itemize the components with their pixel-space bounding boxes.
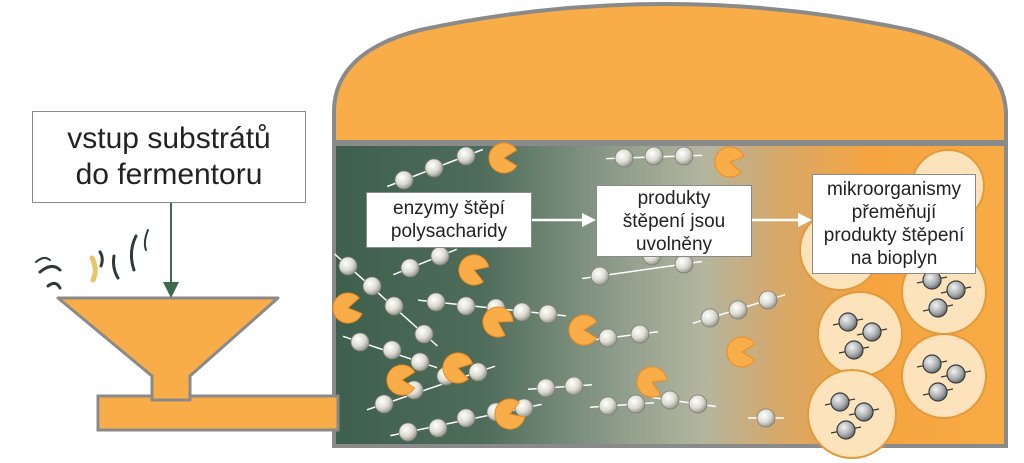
glucose-unit	[626, 394, 646, 414]
microbes-label-line-4: na bioplyn	[850, 248, 938, 269]
microbes-label-line-3: produkty štěpení	[823, 225, 965, 246]
products-label-line-2: štěpení jsou	[622, 210, 726, 232]
glucose-unit	[362, 276, 382, 296]
enzymes-label-line-2: polysacharidy	[390, 221, 508, 242]
glucose-unit	[630, 324, 650, 344]
glucose-unit	[538, 304, 558, 324]
polysaccharide-chain	[334, 253, 438, 347]
enzyme	[442, 352, 473, 384]
bacterium	[928, 298, 948, 318]
polysaccharide-chain	[590, 324, 658, 348]
glucose-unit	[426, 292, 446, 312]
enzyme	[494, 398, 526, 430]
funnel	[56, 296, 280, 402]
input-label-line-2: do fermentoru	[75, 158, 263, 191]
input-label-line-1: vstup substrátů	[67, 122, 271, 155]
microbes-label: mikroorganismy přeměňují produkty štěpen…	[812, 174, 976, 274]
substrate-pieces	[35, 229, 149, 290]
process-arrow-2-head	[798, 213, 812, 227]
polysaccharide-chain	[652, 390, 716, 414]
enzyme	[482, 306, 514, 338]
polysaccharide-chain	[527, 376, 593, 398]
glucose-unit	[688, 394, 708, 414]
glucose-unit	[674, 254, 694, 274]
input-label: vstup substrátů do fermentoru	[32, 111, 306, 203]
glucose-unit	[430, 246, 450, 266]
glucose-unit	[660, 390, 680, 410]
bacterium	[928, 382, 948, 402]
glucose-unit	[590, 266, 610, 286]
bacteria-bubble	[901, 333, 987, 419]
glucose-unit	[674, 146, 694, 166]
glucose-unit	[394, 170, 414, 190]
glucose-unit	[536, 378, 556, 398]
input-arrow-head	[163, 282, 179, 298]
glucose-unit	[564, 376, 584, 396]
enzyme	[332, 292, 363, 324]
polysaccharide-chain	[605, 146, 703, 168]
bacterium	[844, 340, 864, 360]
glucose-unit	[410, 352, 430, 372]
enzyme	[458, 254, 490, 286]
glucose-unit	[374, 394, 394, 414]
bacterium	[838, 312, 858, 332]
microbes-label-line-1: mikroorganismy	[826, 179, 962, 200]
polysaccharide-chain	[748, 408, 784, 428]
glucose-unit	[758, 290, 778, 310]
enzymes-label: enzymy štěpí polysacharidy	[366, 192, 532, 248]
products-label-line-3: uvolněny	[635, 233, 713, 255]
glucose-unit	[512, 302, 532, 322]
glucose-unit	[700, 308, 720, 328]
glucose-unit	[398, 422, 418, 442]
tank-dome	[332, 2, 1008, 144]
bacteria-bubble	[807, 369, 897, 459]
glucose-unit	[424, 158, 444, 178]
bacterium	[836, 420, 856, 440]
enzyme	[714, 146, 745, 178]
process-arrow-1-head	[582, 213, 596, 227]
products-label-line-1: produkty	[637, 187, 711, 209]
polysaccharide-chain	[386, 146, 484, 190]
enzymes-label-line-1: enzymy štěpí	[393, 198, 505, 219]
glucose-unit	[338, 256, 358, 276]
glucose-unit	[384, 296, 404, 316]
polysaccharide-chain	[589, 394, 655, 416]
polysaccharide-chain	[692, 290, 786, 328]
glucose-unit	[428, 418, 448, 438]
glucose-unit	[414, 324, 434, 344]
glucose-unit	[456, 296, 476, 316]
bacterium	[830, 392, 850, 412]
inlet-pipe	[96, 394, 340, 432]
glucose-unit	[728, 300, 748, 320]
polysaccharide-chain	[366, 362, 496, 414]
glucose-unit	[382, 340, 402, 360]
polysaccharide-chain	[342, 332, 438, 372]
bacterium	[922, 354, 942, 374]
glucose-unit	[644, 146, 664, 166]
glucose-unit	[756, 408, 776, 428]
glucose-unit	[456, 146, 476, 166]
glucose-unit	[598, 328, 618, 348]
enzyme	[386, 364, 416, 396]
glucose-unit	[456, 408, 476, 428]
glucose-unit	[468, 362, 488, 382]
glucose-unit	[350, 332, 370, 352]
bacteria-bubble	[817, 291, 903, 377]
bacterium	[862, 322, 882, 342]
glucose-unit	[598, 396, 618, 416]
glucose-unit	[400, 258, 420, 278]
microbes-label-line-2: přeměňují	[851, 202, 937, 223]
glucose-unit	[614, 148, 634, 168]
bacterium	[854, 402, 874, 422]
enzyme	[726, 336, 756, 368]
bacterium	[946, 280, 966, 300]
bacterium	[946, 364, 966, 384]
enzyme	[636, 366, 668, 398]
enzymes	[332, 142, 756, 430]
enzyme	[488, 142, 518, 174]
products-label: produkty štěpení jsou uvolněny	[596, 185, 752, 257]
enzyme	[568, 314, 598, 346]
